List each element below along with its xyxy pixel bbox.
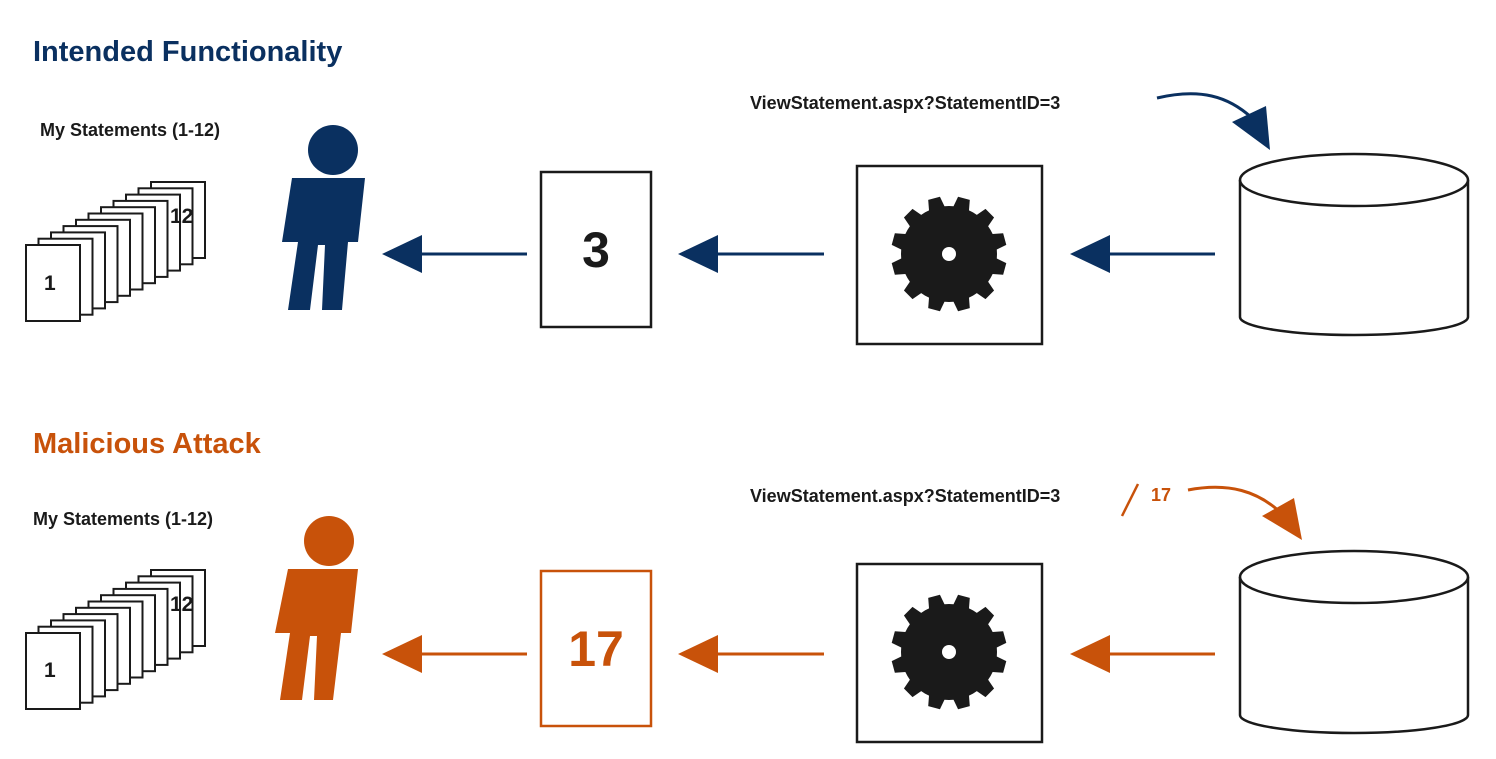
- attack-first-page: 1: [44, 659, 56, 682]
- intended-last-page: 12: [170, 205, 193, 228]
- intended-document-number: 3: [582, 222, 610, 278]
- server-box: [855, 164, 1044, 346]
- user-icon: [282, 125, 365, 310]
- arrow-left-icon: [1070, 235, 1215, 273]
- statement-page: [25, 244, 81, 322]
- arrow-left-icon: [678, 635, 824, 673]
- database-icon: [1238, 549, 1470, 735]
- attack-statements-label: My Statements (1-12): [33, 509, 213, 529]
- database-icon: [1238, 152, 1470, 337]
- attack-last-page: 12: [170, 593, 193, 616]
- attack-document-number: 17: [568, 621, 624, 677]
- intended-section: Intended Functionality My Statements (1-…: [25, 36, 1470, 346]
- arrow-left-icon: [382, 635, 527, 673]
- attack-url: ViewStatement.aspx?StatementID=3: [750, 486, 1060, 506]
- curved-arrow-icon: [1187, 485, 1302, 540]
- intended-statements-label: My Statements (1-12): [40, 120, 220, 140]
- attack-heading: Malicious Attack: [33, 428, 262, 460]
- document-icon: [539, 170, 653, 329]
- document-icon: [539, 569, 653, 728]
- gear-icon: [891, 196, 1007, 312]
- attack-section: Malicious Attack My Statements (1-12) 1 …: [25, 428, 1470, 744]
- curved-arrow-icon: [1156, 92, 1270, 150]
- statement-stack-icon: [25, 181, 206, 322]
- statement-stack-icon: [25, 569, 206, 710]
- intended-url: ViewStatement.aspx?StatementID=3: [750, 93, 1060, 113]
- arrow-left-icon: [678, 235, 824, 273]
- arrow-left-icon: [1070, 635, 1215, 673]
- user-icon: [275, 516, 358, 700]
- statement-page: [25, 632, 81, 710]
- intended-heading: Intended Functionality: [33, 36, 342, 68]
- strikethrough-mark: [1120, 483, 1140, 517]
- intended-first-page: 1: [44, 272, 56, 295]
- gear-icon: [891, 594, 1007, 710]
- arrow-left-icon: [382, 235, 527, 273]
- server-box: [855, 562, 1044, 744]
- tampered-value: 17: [1151, 485, 1171, 505]
